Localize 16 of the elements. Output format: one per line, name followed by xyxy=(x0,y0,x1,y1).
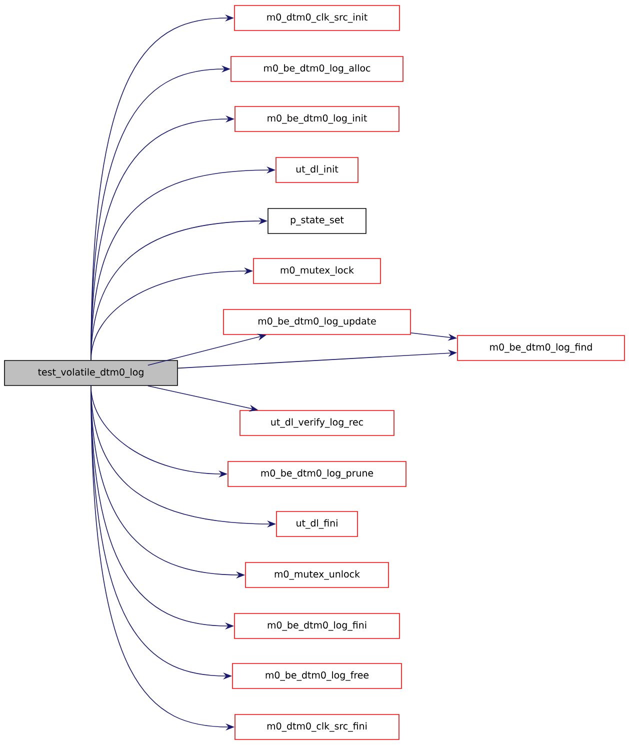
function-box: m0_mutex_lock xyxy=(253,258,381,284)
function-box: m0_be_dtm0_log_prune xyxy=(228,461,406,487)
function-box: m0_be_dtm0_log_update xyxy=(223,309,411,335)
function-box: m0_mutex_unlock xyxy=(245,562,389,588)
function-box: m0_be_dtm0_log_alloc xyxy=(230,56,404,82)
function-box: m0_be_dtm0_log_find xyxy=(457,335,625,361)
function-box: m0_be_dtm0_log_free xyxy=(232,663,402,689)
function-box: m0_be_dtm0_log_init xyxy=(234,106,400,132)
root-function-box: test_volatile_dtm0_log xyxy=(4,360,178,386)
function-box: m0_be_dtm0_log_fini xyxy=(234,613,400,639)
function-box: m0_dtm0_clk_src_fini xyxy=(234,714,400,740)
function-box: m0_dtm0_clk_src_init xyxy=(234,5,400,31)
function-box: ut_dl_fini xyxy=(276,511,358,537)
function-box: ut_dl_init xyxy=(276,157,358,183)
function-box: ut_dl_verify_log_rec xyxy=(240,410,394,436)
function-box: p_state_set xyxy=(268,208,366,234)
